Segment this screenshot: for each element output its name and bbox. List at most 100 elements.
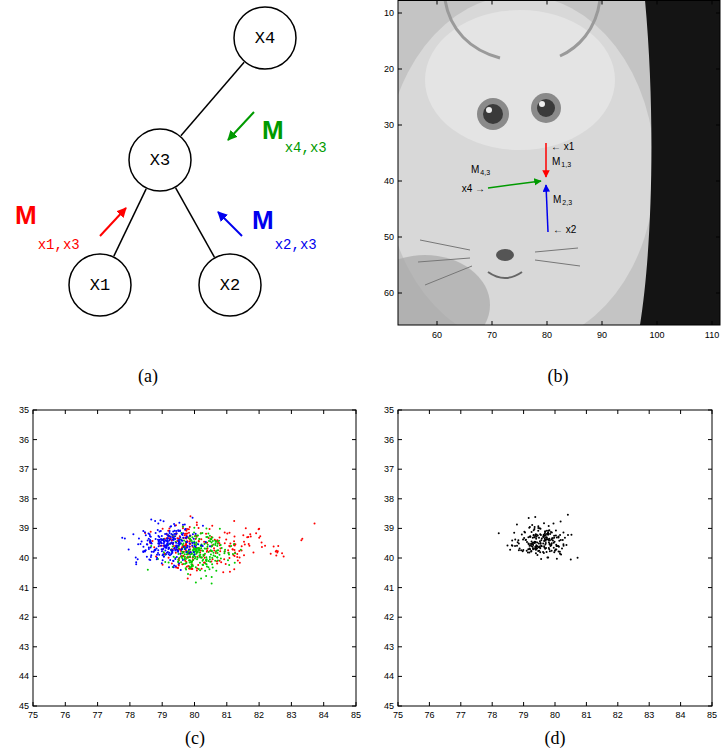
sample-point (511, 544, 513, 546)
tick-label: 38 (384, 494, 394, 504)
sample-point (539, 527, 541, 529)
sample-point (189, 555, 191, 557)
sample-point (153, 546, 155, 548)
sample-point (537, 530, 539, 532)
sample-point (544, 544, 546, 546)
sample-point (206, 563, 208, 565)
sample-point (152, 551, 154, 553)
sample-point (135, 561, 137, 563)
sample-point (132, 533, 134, 535)
sample-point (167, 551, 169, 553)
sample-point (199, 562, 201, 564)
sample-point (195, 582, 197, 584)
tick-mark (398, 706, 402, 707)
sample-point (186, 551, 188, 553)
sample-point (211, 582, 213, 584)
sample-point (547, 556, 549, 558)
sample-point (534, 516, 536, 518)
sample-point (187, 552, 189, 554)
sample-point (281, 552, 283, 554)
sample-point (225, 563, 227, 565)
tick-mark (398, 587, 402, 588)
sample-point (205, 575, 207, 577)
sample-point (555, 548, 557, 550)
sample-point (190, 561, 192, 563)
sample-point (195, 566, 197, 568)
sample-point (165, 546, 167, 548)
sample-point (189, 545, 191, 547)
tick-mark (437, 321, 438, 325)
tick-mark (398, 617, 402, 618)
sample-point (234, 562, 236, 564)
sample-point (534, 546, 536, 548)
message-arrow (218, 212, 242, 236)
tick-mark (586, 410, 587, 414)
sample-point (224, 531, 226, 533)
sample-point (191, 536, 193, 538)
sample-point (198, 540, 200, 542)
annotation-arrows (488, 143, 548, 232)
sample-point (192, 557, 194, 559)
panel-label: (d) (545, 728, 566, 749)
tick-mark (97, 410, 98, 414)
tick-label: 45 (19, 701, 29, 711)
sample-point (185, 537, 187, 539)
whisker (535, 248, 578, 252)
sample-point (201, 568, 203, 570)
tick-label: 43 (19, 642, 29, 652)
tick-mark (33, 410, 34, 414)
sample-point (173, 556, 175, 558)
message-subscript: 4,3 (480, 169, 490, 176)
sample-point (513, 532, 515, 534)
sample-point (185, 551, 187, 553)
sample-point (167, 543, 169, 545)
sample-point (183, 546, 185, 548)
sample-point (258, 528, 260, 530)
sample-point (189, 556, 191, 558)
sample-point (167, 535, 169, 537)
sample-point (184, 523, 186, 525)
sample-point (217, 549, 219, 551)
sample-point (163, 556, 165, 558)
tick-mark (352, 617, 356, 618)
tick-mark (33, 706, 37, 707)
sample-point (185, 538, 187, 540)
sample-point (182, 524, 184, 526)
tick-mark (323, 410, 324, 414)
sample-point (168, 566, 170, 568)
sample-point (211, 541, 213, 543)
sample-point (180, 542, 182, 544)
tick-mark (398, 469, 402, 470)
shadow (398, 255, 490, 325)
sample-point (530, 543, 532, 545)
sample-point (157, 529, 159, 531)
sample-point (211, 557, 213, 559)
sample-point (200, 545, 202, 547)
tick-mark (226, 702, 227, 706)
tick-label: 36 (384, 435, 394, 445)
sample-point (179, 530, 181, 532)
sample-point (188, 559, 190, 561)
sample-point (555, 535, 557, 537)
sample-point (182, 559, 184, 561)
sample-point (212, 567, 214, 569)
sample-point (206, 558, 208, 560)
sample-point (520, 549, 522, 551)
sample-point (243, 541, 245, 543)
sample-point (216, 560, 218, 562)
sample-point (197, 543, 199, 545)
tick-mark (398, 293, 402, 294)
sample-point (243, 554, 245, 556)
tick-mark (602, 1, 603, 5)
tick-mark (649, 702, 650, 706)
tick-mark (712, 1, 713, 5)
sample-point (222, 571, 224, 573)
tick-label: 79 (157, 710, 167, 720)
tick-mark (716, 125, 720, 126)
tick-mark (460, 702, 461, 706)
tick-label: 80 (189, 710, 199, 720)
message-arrow (488, 181, 541, 188)
sample-point (137, 558, 139, 560)
sample-point (531, 540, 533, 542)
